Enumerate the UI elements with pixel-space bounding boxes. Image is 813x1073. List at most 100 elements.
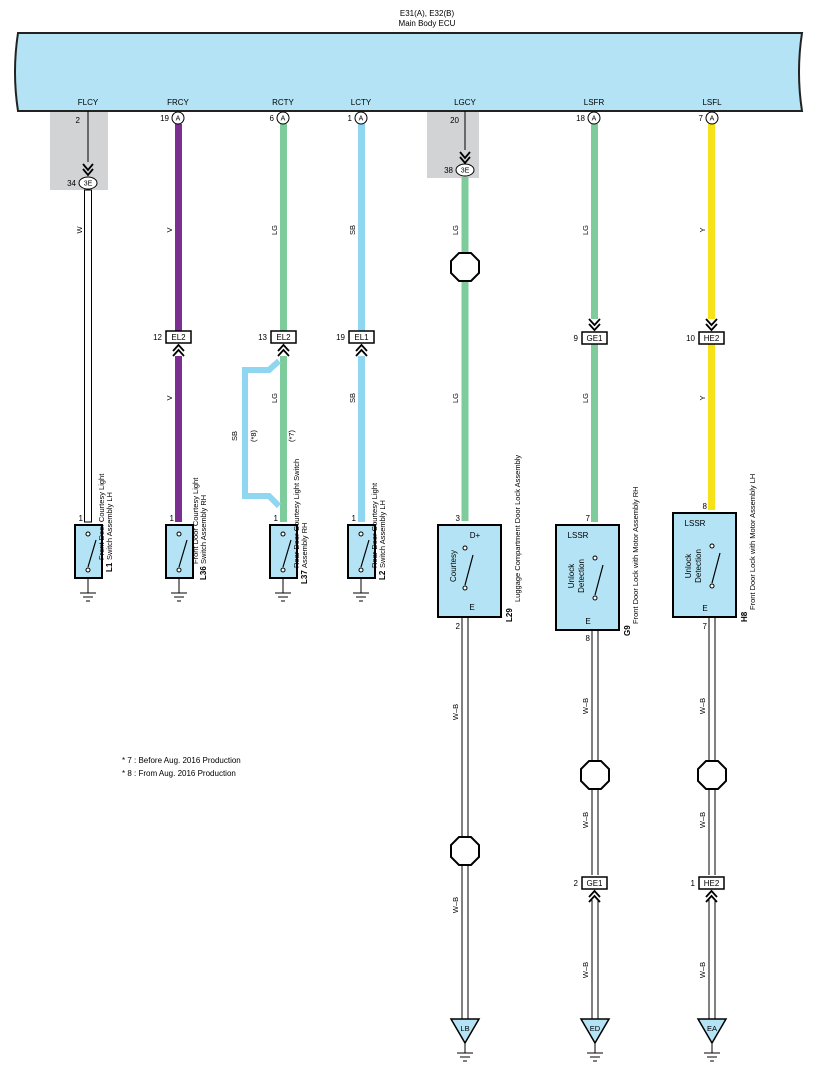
connector-a-circle bbox=[354, 111, 368, 125]
wire-color-label: W bbox=[75, 226, 84, 234]
wire-light-green bbox=[591, 124, 598, 319]
svg-text:EL2: EL2 bbox=[276, 333, 291, 342]
wire-color-label: W–B bbox=[581, 962, 590, 978]
ecu-connector-label: E31(A), E32(B) bbox=[400, 9, 455, 18]
pin-number: 18 bbox=[576, 114, 585, 123]
svg-text:E: E bbox=[702, 604, 707, 613]
wire-white bbox=[84, 189, 92, 523]
wire-color-label: W–B bbox=[581, 812, 590, 828]
svg-text:L37: L37 bbox=[300, 570, 309, 584]
svg-text:L1: L1 bbox=[105, 562, 114, 572]
ecu-pin-name: LSFL bbox=[702, 98, 722, 107]
svg-text:3: 3 bbox=[456, 514, 461, 523]
svg-text:12: 12 bbox=[153, 333, 162, 342]
production-note: * 7 : Before Aug. 2016 Production bbox=[122, 756, 241, 765]
wire-color-label: W–B bbox=[581, 698, 590, 714]
svg-text:34: 34 bbox=[67, 179, 76, 188]
svg-text:E: E bbox=[469, 603, 474, 612]
svg-text:1: 1 bbox=[274, 514, 279, 523]
connector-a-label: A bbox=[176, 116, 181, 123]
svg-text:HE2: HE2 bbox=[704, 879, 720, 888]
wire-color-label: W–B bbox=[698, 812, 707, 828]
svg-text:L36: L36 bbox=[199, 566, 208, 580]
wire-color-label: Y bbox=[698, 227, 707, 232]
wire-light-green bbox=[461, 177, 469, 253]
pin-number: 2 bbox=[76, 116, 81, 125]
svg-text:Detection: Detection bbox=[694, 549, 703, 583]
wire-white-black bbox=[461, 618, 716, 1019]
lock-l29: 3 D+ E Courtesy 2 L29 Luggage Compartmen… bbox=[437, 455, 522, 631]
wire-color-label: LG bbox=[581, 225, 590, 235]
connector-a-circle bbox=[705, 111, 719, 125]
svg-text:E: E bbox=[585, 617, 590, 626]
svg-text:8: 8 bbox=[703, 502, 708, 511]
ground-lb: LB bbox=[449, 1018, 481, 1062]
mid-connector-el2-frcy: EL2 12 bbox=[153, 330, 192, 357]
wire-light-green bbox=[461, 281, 469, 521]
main-body-ecu-box bbox=[14, 32, 804, 112]
pin-number: 7 bbox=[699, 114, 704, 123]
connector-a-label: A bbox=[281, 116, 286, 123]
svg-text:Front Door Lock with Motor Ass: Front Door Lock with Motor Assembly RH bbox=[631, 486, 640, 624]
svg-text:1: 1 bbox=[691, 879, 696, 888]
svg-text:10: 10 bbox=[686, 334, 695, 343]
svg-text:L2: L2 bbox=[378, 570, 387, 580]
pin-number: 6 bbox=[270, 114, 275, 123]
svg-text:7: 7 bbox=[586, 514, 591, 523]
svg-text:HE2: HE2 bbox=[704, 334, 720, 343]
wire-light-green bbox=[591, 344, 598, 522]
svg-text:Unlock: Unlock bbox=[684, 553, 693, 578]
svg-text:1: 1 bbox=[352, 514, 357, 523]
ecu-pin-name: LCTY bbox=[351, 98, 372, 107]
wire-sky-blue bbox=[358, 356, 365, 522]
svg-text:38: 38 bbox=[444, 166, 453, 175]
svg-text:Rear Door Courtesy Light Switc: Rear Door Courtesy Light Switch bbox=[292, 459, 301, 568]
svg-text:ED: ED bbox=[590, 1024, 601, 1033]
wire-color-label: LG bbox=[270, 393, 279, 403]
connector-a-circle bbox=[276, 111, 290, 125]
switch-l37: 1 L37 Rear Door Courtesy Light Switch As… bbox=[269, 459, 309, 602]
wire-color-label: SB bbox=[348, 225, 357, 235]
wire-violet bbox=[175, 356, 182, 522]
svg-text:LB: LB bbox=[460, 1024, 469, 1033]
svg-text:Switch Assembly RH: Switch Assembly RH bbox=[199, 495, 208, 564]
mid-connector-el1-lcty: EL1 19 bbox=[336, 330, 375, 357]
svg-text:EL1: EL1 bbox=[354, 333, 369, 342]
svg-text:19: 19 bbox=[336, 333, 345, 342]
low-connector-he2: HE2 1 bbox=[691, 876, 725, 903]
svg-text:LSSR: LSSR bbox=[685, 519, 706, 528]
connector-a-label: A bbox=[359, 116, 364, 123]
wire-light-green bbox=[280, 356, 287, 522]
svg-text:Detection: Detection bbox=[577, 559, 586, 593]
svg-text:Switch Assembly LH: Switch Assembly LH bbox=[378, 500, 387, 568]
variant-note: (*7) bbox=[287, 429, 296, 442]
wire-color-label: W–B bbox=[698, 698, 707, 714]
wire-yellow bbox=[708, 344, 715, 510]
svg-text:3E: 3E bbox=[84, 181, 93, 188]
mid-connector-ge1-lsfr: GE1 9 bbox=[574, 318, 608, 345]
ecu-pin-name: FLCY bbox=[78, 98, 99, 107]
svg-text:GE1: GE1 bbox=[586, 334, 603, 343]
svg-text:Unlock: Unlock bbox=[567, 563, 576, 588]
svg-text:EA: EA bbox=[707, 1024, 717, 1033]
low-connector-ge1: GE1 2 bbox=[574, 876, 608, 903]
ecu-pin-name: RCTY bbox=[272, 98, 294, 107]
wire-color-label: SB bbox=[348, 393, 357, 403]
ecu-pin-name: FRCY bbox=[167, 98, 189, 107]
mid-connector-el2-rcty: EL2 13 bbox=[258, 330, 297, 357]
wire-color-label: V bbox=[165, 227, 174, 232]
wire-color-label: Y bbox=[698, 395, 707, 400]
svg-text:8: 8 bbox=[586, 634, 591, 643]
wire-color-label: LG bbox=[270, 225, 279, 235]
pin-number: 19 bbox=[160, 114, 169, 123]
wire-color-label: W–B bbox=[451, 897, 460, 913]
svg-text:2: 2 bbox=[456, 622, 461, 631]
pin-number: 20 bbox=[450, 116, 459, 125]
junction-3e-lgcy: 3E 38 bbox=[444, 151, 475, 177]
splice-point bbox=[450, 252, 727, 866]
connector-a-label: A bbox=[592, 116, 597, 123]
svg-text:Luggage Compartment Door Lock: Luggage Compartment Door Lock Assembly bbox=[513, 455, 522, 602]
svg-text:G9: G9 bbox=[623, 625, 632, 636]
wire-color-label: LG bbox=[451, 393, 460, 403]
